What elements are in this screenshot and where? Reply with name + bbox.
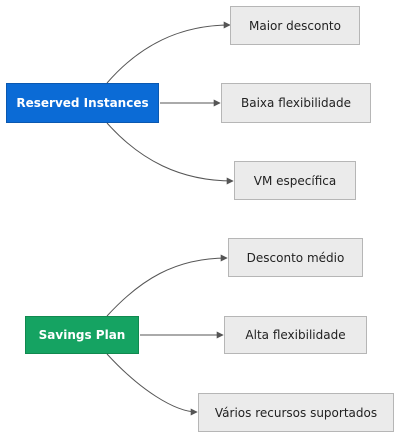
node-reserved-instances: Reserved Instances	[6, 83, 159, 123]
node-savings-plan-label: Savings Plan	[38, 328, 126, 342]
edge-sp-desconto-medio	[106, 254, 228, 317]
node-alta-flexibilidade-label: Alta flexibilidade	[245, 328, 346, 342]
edge-ri-maior-desconto	[106, 21, 231, 84]
node-vm-especifica-label: VM específica	[253, 173, 337, 188]
node-varios-recursos-suportados: Vários recursos suportados	[198, 393, 394, 432]
node-reserved-instances-label: Reserved Instances	[16, 96, 149, 110]
node-maior-desconto: Maior desconto	[230, 6, 360, 45]
node-savings-plan: Savings Plan	[25, 316, 139, 354]
edge-ri-vm-especifica	[106, 122, 234, 185]
node-desconto-medio-label: Desconto médio	[246, 250, 345, 265]
node-vm-especifica: VM específica	[234, 161, 356, 200]
node-alta-flexibilidade: Alta flexibilidade	[224, 316, 367, 354]
edge-sp-varios-recursos	[106, 353, 198, 416]
node-desconto-medio: Desconto médio	[228, 238, 363, 277]
node-baixa-flexibilidade-label: Baixa flexibilidade	[241, 96, 351, 110]
node-varios-recursos-suportados-label: Vários recursos suportados	[214, 405, 378, 420]
node-maior-desconto-label: Maior desconto	[249, 18, 341, 33]
node-baixa-flexibilidade: Baixa flexibilidade	[221, 83, 371, 123]
